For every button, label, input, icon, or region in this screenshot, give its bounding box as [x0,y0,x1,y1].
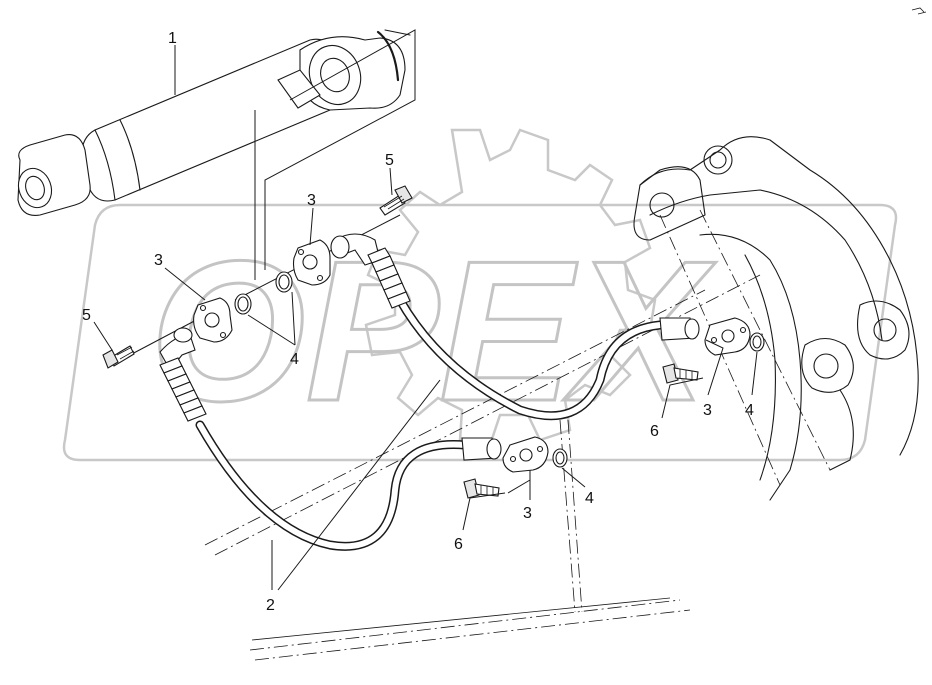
leader-3d [507,470,531,500]
hose-lower-end-face [486,438,502,460]
callout-2: 2 [266,597,275,614]
o-ring-upper-right-inner [752,335,762,349]
boom-boss-1-hole [873,318,897,342]
watermark-banner [62,203,898,462]
hose-assembly [159,233,700,551]
cylinder-head-ring-2 [384,29,411,36]
callout-6-right: 6 [650,423,659,440]
o-ring-upper-left-inner [278,274,290,290]
hose-lower-inner [197,422,468,550]
leader-3c [705,339,724,396]
callout-5-left: 5 [82,307,91,324]
bolt-lower-right-2 [463,478,500,499]
leader-3a [164,267,206,301]
hydraulic-cylinder [17,29,411,216]
callout-4-lower: 4 [585,490,594,507]
boom-structure [633,136,919,501]
rod-eye-bore-inner [25,175,45,201]
cylinder-port-block [277,69,321,109]
hose-lower-elbow-face [173,327,193,343]
boom-outline-inner [649,189,883,341]
rod-eye-bore [17,167,53,209]
o-ring-lower-right [552,448,568,468]
boom-boss-1 [857,300,910,360]
watermark-gear-outline [364,128,657,447]
leader-6b [462,492,506,531]
hose-upper-spring-guard [367,247,411,309]
boom-outline-upper [639,136,919,456]
callout-3-right: 3 [703,402,712,419]
boom-pin-hole-1 [649,192,675,218]
flange-clamp-lower-right [502,436,549,473]
leader-5a [389,167,393,196]
frame-line-6 [254,609,691,661]
callout-labels: 1 2 3 3 3 3 4 4 4 5 5 6 6 [82,30,754,614]
cylinder-barrel-ring-1 [94,129,116,201]
boom-pin-hole-2-inner [709,151,727,169]
leader-5b [93,321,113,351]
cylinder-head-bore-inner [320,57,350,93]
bolt-left [102,345,135,369]
callout-3-left: 3 [154,252,163,269]
boom-boss-2 [801,337,854,393]
boom-plate-edge [744,254,776,481]
callout-5-upper: 5 [385,152,394,169]
port-line-2 [264,29,416,270]
leader-6a [661,377,704,419]
o-ring-mid-left-inner [237,296,249,312]
o-ring-lower-right-inner [555,451,565,465]
callout-leaders [93,45,758,591]
callout-3-upper: 3 [307,192,316,209]
hose-lower-spring-guard [159,357,207,422]
boom-boss-2-hole [813,353,839,379]
cylinder-head-ring [376,30,400,82]
boom-pin-hole-2 [703,145,733,175]
flange-clamp-upper-left [292,239,331,286]
callout-3-lower: 3 [523,505,532,522]
leader-4a [247,291,296,346]
cylinder-barrel-ring-2 [119,119,141,191]
frame-line-5 [249,599,681,651]
callout-4-left: 4 [290,351,299,368]
o-ring-upper-right [749,332,765,352]
callout-4-right: 4 [745,402,754,419]
leader-4c [561,467,586,488]
flange-clamp-mid-left [193,297,233,343]
leader-2b [277,379,441,591]
hose-upper-inner [397,297,663,419]
hose-upper-elbow-face [330,235,350,259]
boom-outline-lower [699,233,802,501]
bolt-upper-right [379,185,413,216]
frame-line-9 [699,209,831,471]
boom-bracket [633,166,706,241]
hose-upper-end-face [684,318,700,340]
frame-line-3 [559,419,576,613]
callout-1: 1 [168,30,177,47]
frame-line-7 [251,597,671,641]
port-line-4 [129,317,201,356]
leader-3b [309,207,314,246]
flange-clamp-upper-right [704,317,751,356]
callout-6-lower: 6 [454,536,463,553]
bolt-lower-right-1 [662,363,699,384]
corner-mark [911,7,927,15]
frame-line-4 [567,419,583,613]
boom-lower-curve [829,389,854,471]
frame-line-1 [204,289,706,546]
leader-4b [751,351,758,396]
